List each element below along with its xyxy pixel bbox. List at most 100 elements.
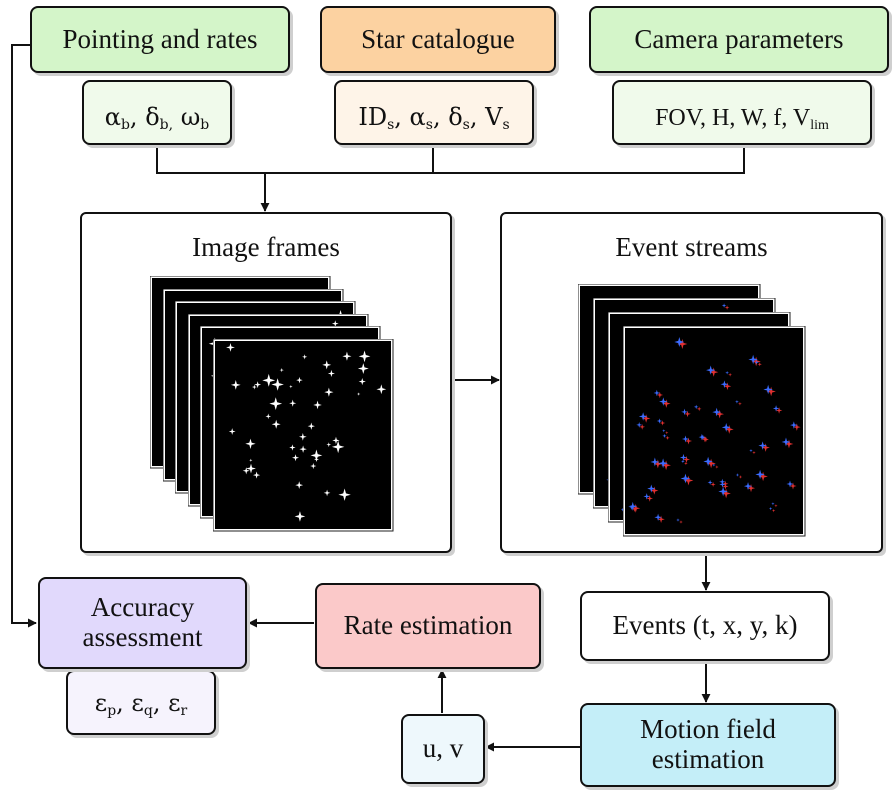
star-mark — [331, 440, 344, 453]
star-mark — [271, 419, 281, 429]
event-positive-mark — [721, 422, 731, 432]
event-positive-mark — [748, 354, 758, 365]
events-label: Events (t, x, y, k) — [612, 610, 798, 641]
event-positive-mark — [719, 481, 726, 488]
event-positive-mark — [658, 458, 668, 469]
star-mark — [294, 510, 305, 522]
rate-estimation-box: Rate estimation — [315, 583, 541, 669]
event-positive-mark — [707, 479, 713, 486]
symbol-0: εp, — [94, 688, 132, 719]
symbol-2: δs, — [448, 102, 486, 133]
event-positive-mark — [681, 435, 690, 443]
uv-label: u, v — [422, 733, 464, 764]
star-mark — [298, 432, 307, 441]
image-frame — [212, 338, 393, 531]
event-negative-mark — [758, 471, 768, 482]
event-positive-mark — [674, 337, 685, 347]
star-mark — [228, 427, 236, 435]
event-frame — [623, 326, 806, 537]
event-positive-mark — [790, 421, 798, 429]
star-mark — [270, 377, 284, 391]
event-positive-mark — [786, 480, 794, 488]
star-mark — [294, 480, 303, 489]
star-mark — [264, 413, 271, 419]
star-mark — [244, 438, 256, 449]
star-mark — [337, 488, 351, 501]
event-positive-mark — [656, 418, 663, 424]
symbol-1: δb, — [145, 102, 174, 133]
event-positive-mark — [681, 459, 685, 464]
event-negative-mark — [793, 423, 801, 431]
events-box: Events (t, x, y, k) — [580, 591, 830, 661]
event-negative-mark — [722, 480, 729, 487]
event-positive-mark — [698, 433, 706, 441]
event-positive-mark — [654, 513, 662, 521]
event-positive-mark — [755, 469, 765, 480]
event-positive-mark — [743, 482, 753, 491]
event-negative-mark — [757, 362, 762, 367]
event-negative-mark — [746, 484, 756, 493]
star-mark — [291, 453, 299, 461]
star-mark — [298, 444, 307, 453]
event-streams-panel: Event streams — [500, 212, 883, 553]
camera-parameters-symbols: FOV, H, W, f, Vlim — [655, 105, 829, 133]
star-mark — [225, 342, 235, 352]
event-positive-mark — [703, 456, 713, 467]
star-mark — [358, 377, 366, 385]
event-negative-mark — [724, 424, 734, 434]
star-catalogue-title: Star catalogue — [361, 23, 515, 54]
event-negative-mark — [632, 507, 637, 512]
star-mark — [341, 351, 351, 361]
event-positive-mark — [763, 384, 773, 395]
image-frames-title: Image frames — [192, 232, 340, 262]
event-positive-mark — [712, 463, 716, 467]
camera-parameters-header: Camera parameters — [589, 6, 889, 73]
event-negative-mark — [662, 399, 671, 408]
event-negative-mark — [789, 482, 797, 490]
star-catalogue-symbols: IDs, αs, δs, Vs — [358, 104, 509, 133]
star-mark — [261, 373, 275, 387]
event-positive-mark — [735, 399, 739, 404]
star-mark — [279, 367, 284, 372]
event-positive-mark — [721, 303, 727, 308]
event-positive-mark — [771, 502, 775, 506]
star-mark — [252, 470, 260, 479]
event-positive-mark — [693, 404, 699, 410]
event-streams-stack — [578, 284, 828, 537]
event-negative-mark — [659, 420, 666, 426]
event-negative-mark — [677, 339, 688, 349]
arrow-pointing-to-accuracy — [11, 44, 37, 628]
event-negative-mark — [752, 450, 756, 455]
symbol-0: αb, — [104, 102, 146, 133]
pointing-rates-symbols: αb, δb, ωb — [105, 104, 210, 133]
accuracy-line-2: assessment — [82, 622, 203, 652]
event-positive-mark — [676, 518, 680, 522]
event-negative-mark — [641, 414, 651, 423]
event-positive-mark — [638, 412, 648, 421]
star-mark — [307, 422, 315, 430]
star-mark — [325, 441, 331, 447]
event-negative-mark — [751, 356, 761, 367]
event-negative-mark — [738, 475, 743, 479]
star-catalogue-values-box: IDs, αs, δs, Vs — [334, 80, 534, 145]
motion-field-line-1: Motion field — [640, 714, 776, 745]
event-negative-mark — [715, 465, 719, 469]
event-negative-mark — [665, 435, 670, 441]
event-negative-mark — [631, 503, 641, 513]
event-negative-mark — [709, 367, 719, 377]
event-positive-mark — [662, 433, 667, 439]
event-negative-mark — [696, 406, 702, 412]
event-negative-mark — [761, 443, 770, 452]
event-negative-mark — [683, 475, 694, 486]
event-positive-mark — [720, 380, 729, 389]
event-negative-mark — [646, 495, 654, 502]
star-mark — [327, 369, 335, 377]
event-positive-mark — [781, 437, 791, 447]
event-positive-mark — [719, 478, 726, 485]
event-negative-mark — [679, 520, 683, 524]
star-mark — [312, 400, 322, 409]
event-negative-mark — [684, 410, 691, 418]
star-catalogue-header: Star catalogue — [320, 6, 556, 73]
event-positive-mark — [758, 441, 767, 450]
